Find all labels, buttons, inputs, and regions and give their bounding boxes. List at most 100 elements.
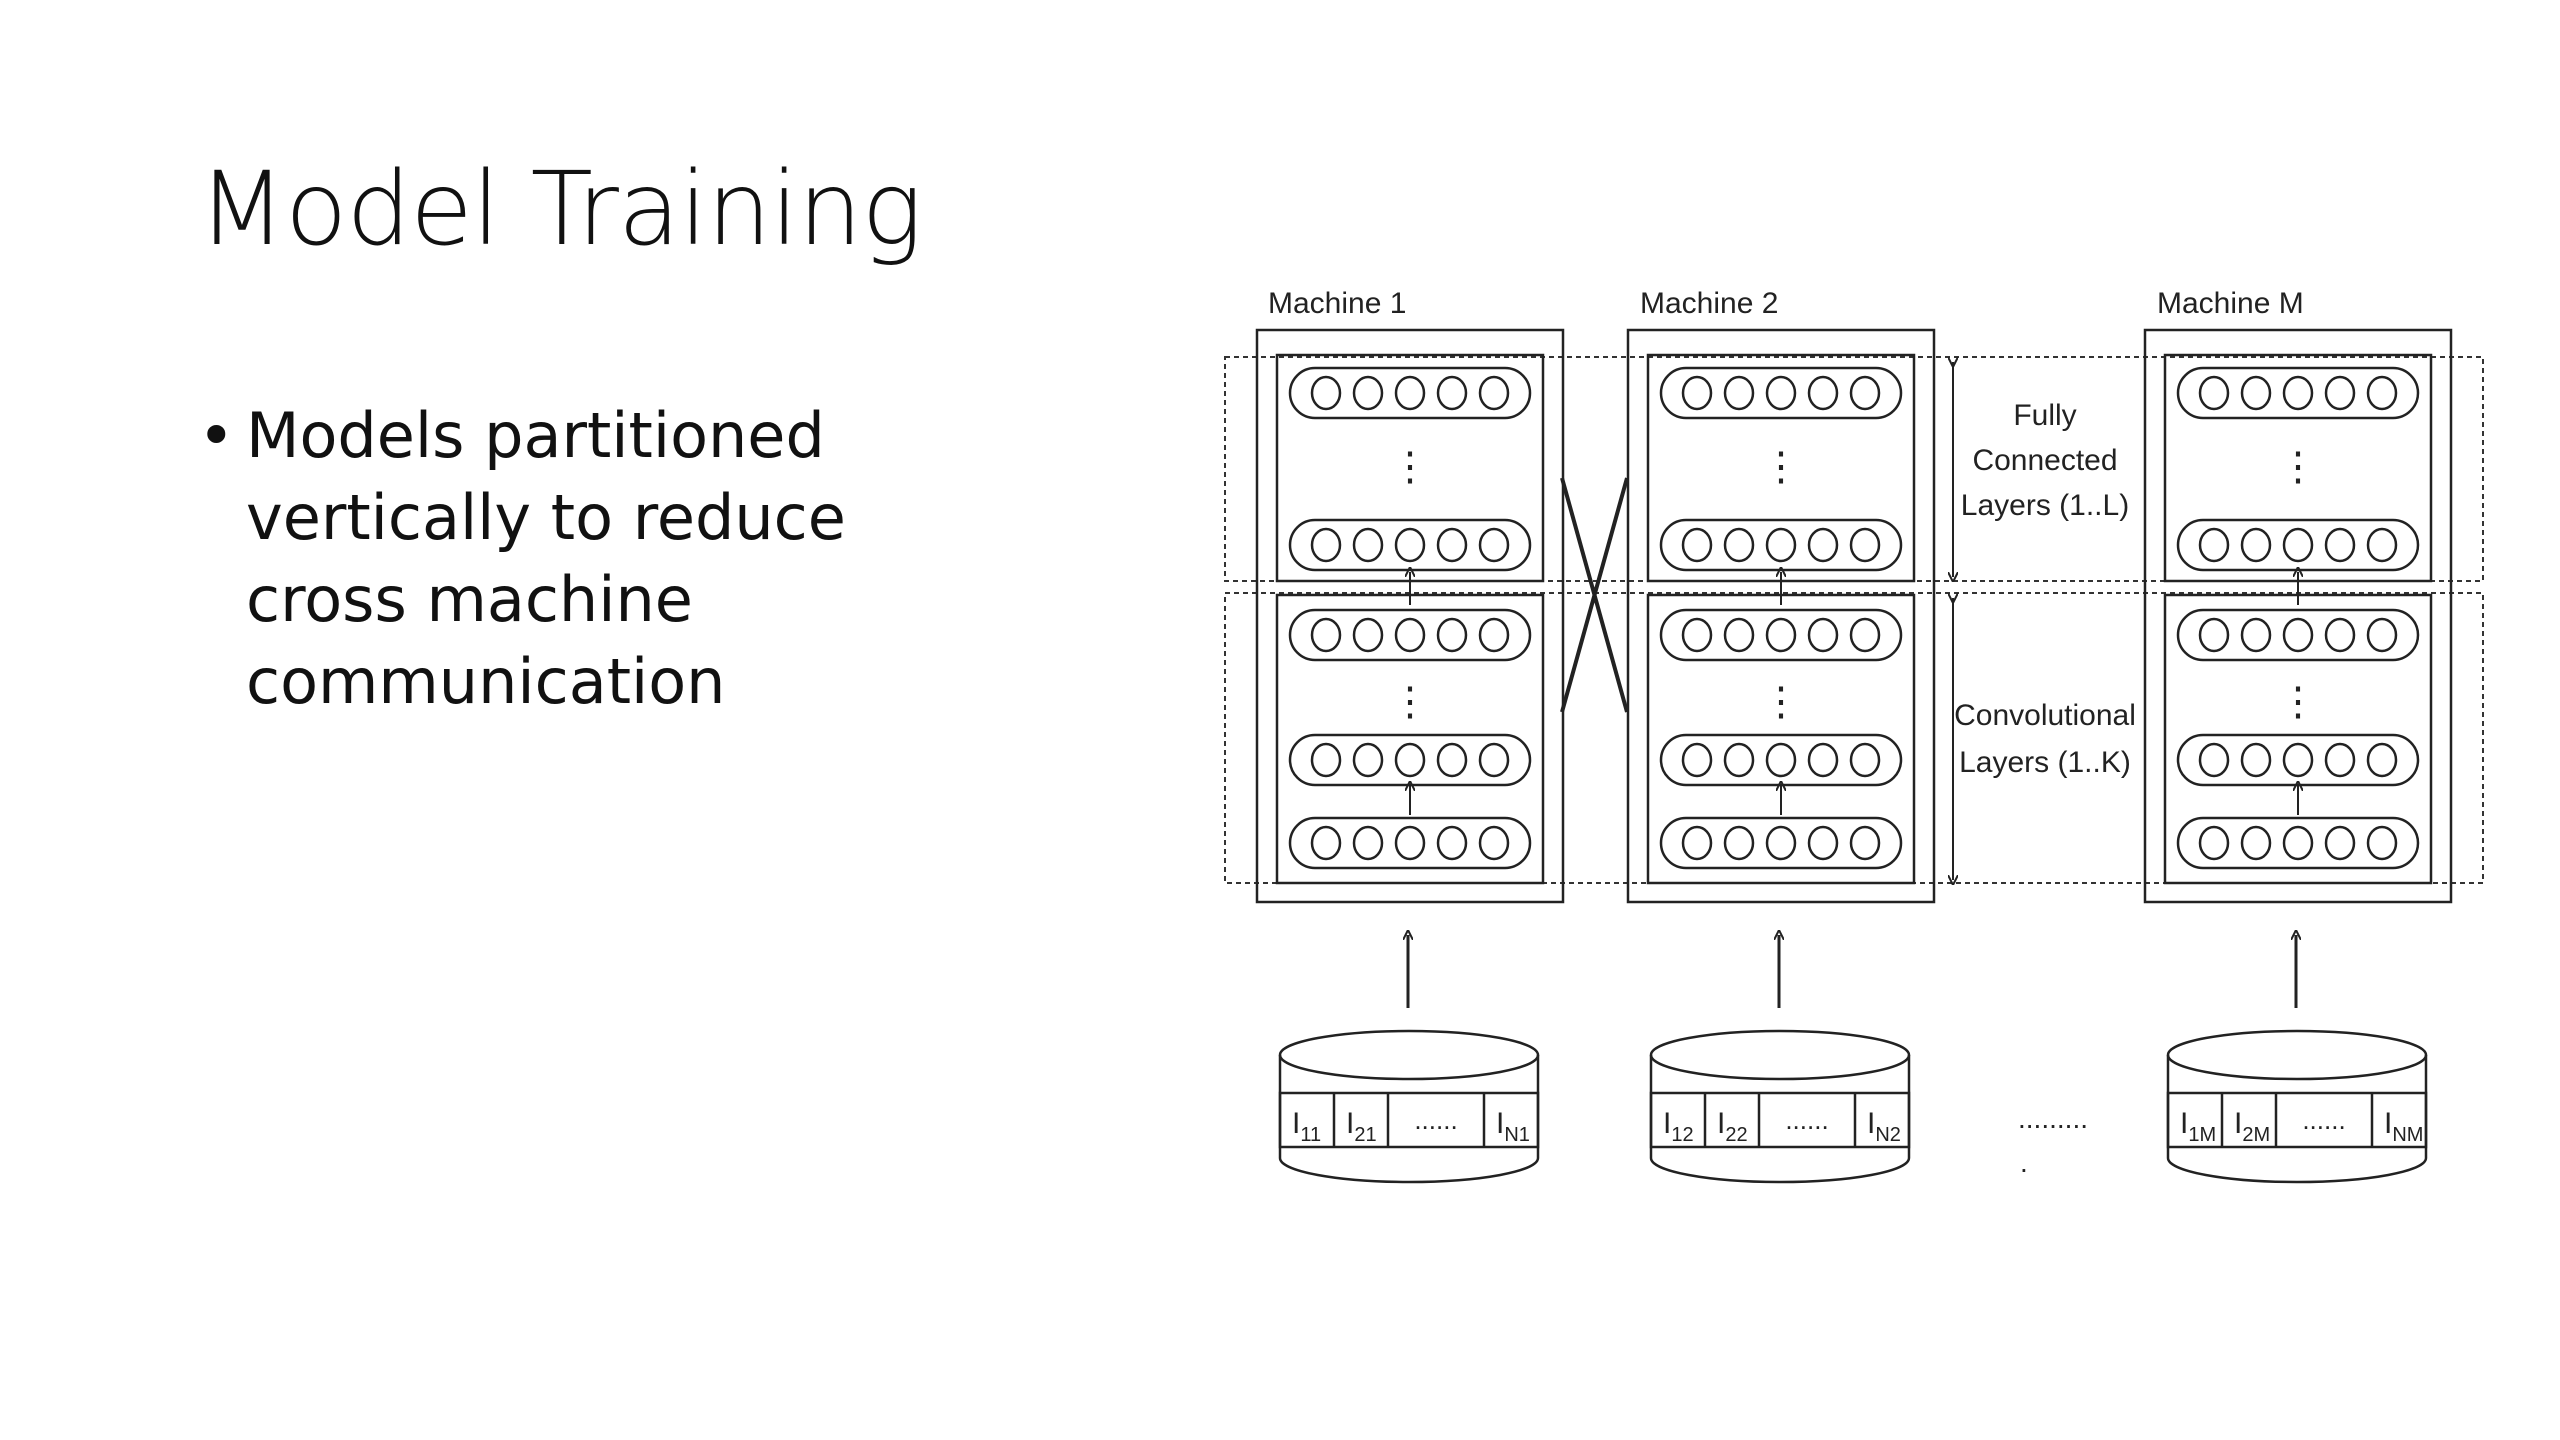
- neuron-circle: [1478, 617, 1510, 653]
- vertical-ellipsis: ⋮: [2278, 680, 2318, 724]
- neuron-circle: [1807, 742, 1839, 778]
- layer-node-row: [2176, 733, 2420, 787]
- neuron-circle: [1352, 527, 1384, 563]
- neuron-circle: [1478, 527, 1510, 563]
- vertical-ellipsis: ⋮: [2278, 445, 2318, 489]
- neuron-circle: [1310, 527, 1342, 563]
- neuron-circle: [1849, 375, 1881, 411]
- neuron-circle: [1681, 825, 1713, 861]
- neuron-circle: [1765, 617, 1797, 653]
- layer-node-row: [1288, 733, 1532, 787]
- data-store-body: [1278, 1055, 1540, 1184]
- neuron-circle: [1352, 742, 1384, 778]
- vertical-ellipsis: ⋮: [1761, 680, 1801, 724]
- between-machines-dot: .: [2020, 1147, 2028, 1178]
- shard-row: [1278, 1091, 1540, 1149]
- neuron-circle: [2198, 375, 2230, 411]
- neuron-circle: [1849, 527, 1881, 563]
- neuron-circle: [1310, 742, 1342, 778]
- conv-label-line-1: Convolutional: [1954, 699, 2136, 732]
- vertical-ellipsis: ⋮: [1761, 445, 1801, 489]
- conv-band-outline: [1224, 592, 2484, 884]
- cross-connection-line: [1560, 477, 1629, 713]
- neuron-circle: [1807, 527, 1839, 563]
- layer-node-row: [1659, 366, 1903, 420]
- layer-node-row: [1288, 816, 1532, 870]
- neuron-circle: [2324, 617, 2356, 653]
- machine-label-1: Machine 1: [1268, 287, 1406, 320]
- fc-label-line-1: Fully: [2013, 399, 2076, 432]
- neuron-circle: [2324, 742, 2356, 778]
- neuron-circle: [2240, 375, 2272, 411]
- neuron-circle: [1394, 742, 1426, 778]
- conv-layers-box: [2163, 593, 2433, 885]
- data-store-top: [1278, 1029, 1540, 1081]
- neuron-circle: [2282, 527, 2314, 563]
- neuron-circle: [2366, 375, 2398, 411]
- machine-label-2: Machine 2: [1640, 287, 1778, 320]
- neuron-circle: [1436, 742, 1468, 778]
- conv-layers-box: [1646, 593, 1916, 885]
- bullet-list: • Models partitioned vertically to reduc…: [198, 395, 958, 723]
- shard-cell-label: I11: [1292, 1107, 1321, 1146]
- neuron-circle: [1723, 617, 1755, 653]
- shard-ellipsis: ......: [1785, 1105, 1828, 1135]
- neuron-circle: [1681, 527, 1713, 563]
- data-store-top: [2166, 1029, 2428, 1081]
- neuron-circle: [2324, 825, 2356, 861]
- neuron-circle: [2366, 825, 2398, 861]
- neuron-circle: [1310, 825, 1342, 861]
- neuron-circle: [1352, 825, 1384, 861]
- neuron-circle: [1849, 742, 1881, 778]
- neuron-circle: [1807, 617, 1839, 653]
- neuron-circle: [1807, 825, 1839, 861]
- neuron-circle: [1765, 527, 1797, 563]
- machine-label-m: Machine M: [2157, 287, 2304, 320]
- layer-node-row: [2176, 518, 2420, 572]
- neuron-circle: [1849, 825, 1881, 861]
- neuron-circle: [1478, 375, 1510, 411]
- layer-node-row: [1659, 608, 1903, 662]
- machine-box: [1255, 328, 1565, 904]
- fc-label-line-2: Connected: [1972, 444, 2117, 477]
- data-store-top: [1649, 1029, 1911, 1081]
- shard-cell-label: I12: [1663, 1107, 1694, 1146]
- shard-cell-label: IN2: [1867, 1107, 1901, 1146]
- fc-label-line-3: Layers (1..L): [1961, 489, 2129, 522]
- layer-node-row: [2176, 366, 2420, 420]
- between-machines-ellipsis: .........: [2018, 1103, 2088, 1134]
- neuron-circle: [1723, 527, 1755, 563]
- neuron-circle: [2282, 825, 2314, 861]
- neuron-circle: [2282, 375, 2314, 411]
- neuron-circle: [2198, 617, 2230, 653]
- shard-cell-label: I1M: [2180, 1107, 2216, 1146]
- neuron-circle: [1436, 375, 1468, 411]
- neuron-circle: [1394, 617, 1426, 653]
- neuron-circle: [2240, 742, 2272, 778]
- neuron-circle: [2240, 527, 2272, 563]
- layer-node-row: [1659, 733, 1903, 787]
- shard-cell-label: I2M: [2234, 1107, 2270, 1146]
- vertical-ellipsis: ⋮: [1390, 680, 1430, 724]
- neuron-circle: [1723, 742, 1755, 778]
- layer-node-row: [1288, 366, 1532, 420]
- shard-ellipsis: ......: [1414, 1105, 1457, 1135]
- neuron-circle: [1681, 742, 1713, 778]
- neuron-circle: [2366, 527, 2398, 563]
- layer-node-row: [2176, 816, 2420, 870]
- neuron-circle: [1310, 375, 1342, 411]
- neuron-circle: [1352, 617, 1384, 653]
- neuron-circle: [2324, 375, 2356, 411]
- neuron-circle: [2366, 617, 2398, 653]
- neuron-circle: [1478, 742, 1510, 778]
- shard-cell-label: INM: [2384, 1107, 2423, 1146]
- data-store-body: [2166, 1055, 2428, 1184]
- neuron-circle: [2282, 617, 2314, 653]
- neuron-circle: [2198, 742, 2230, 778]
- bullet-dot: •: [198, 399, 235, 472]
- neuron-circle: [2198, 825, 2230, 861]
- neuron-circle: [1436, 617, 1468, 653]
